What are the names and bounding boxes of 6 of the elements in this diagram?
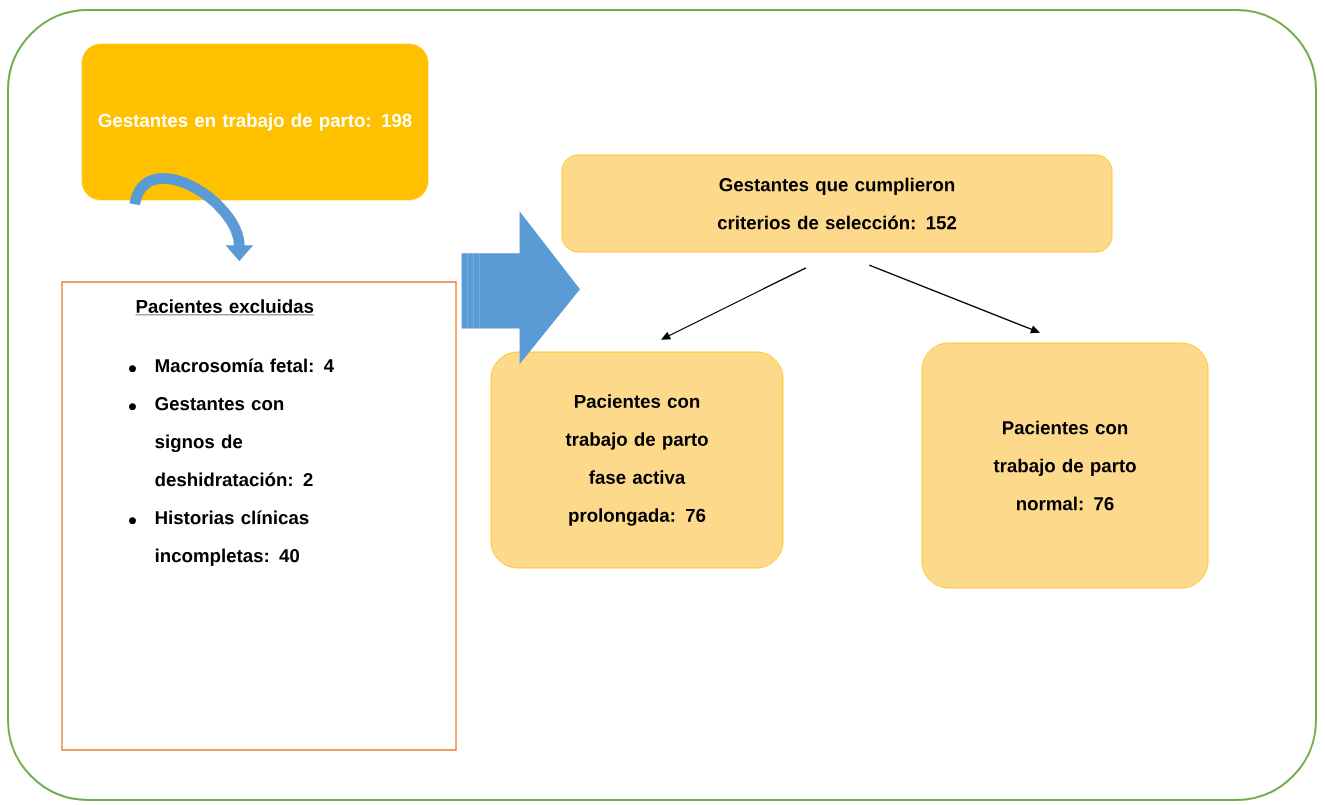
start-box: Gestantes en trabajo de parto: 198 <box>81 43 429 201</box>
block-arrow <box>461 211 581 365</box>
exclusion-box: Pacientes excluidas Macrosomía fetal: 4 Gestantes con signos de deshidratación: 2 Historias clínicas incompletas: 40 <box>61 281 457 751</box>
process-box: Pacientes con trabajo de parto fase activa prolongada: 76 <box>490 351 784 569</box>
process-box: Gestantes que cumplieron criterios de selección: 152 <box>561 154 1113 253</box>
process-box: Pacientes con trabajo de parto normal: 76 <box>921 342 1209 589</box>
